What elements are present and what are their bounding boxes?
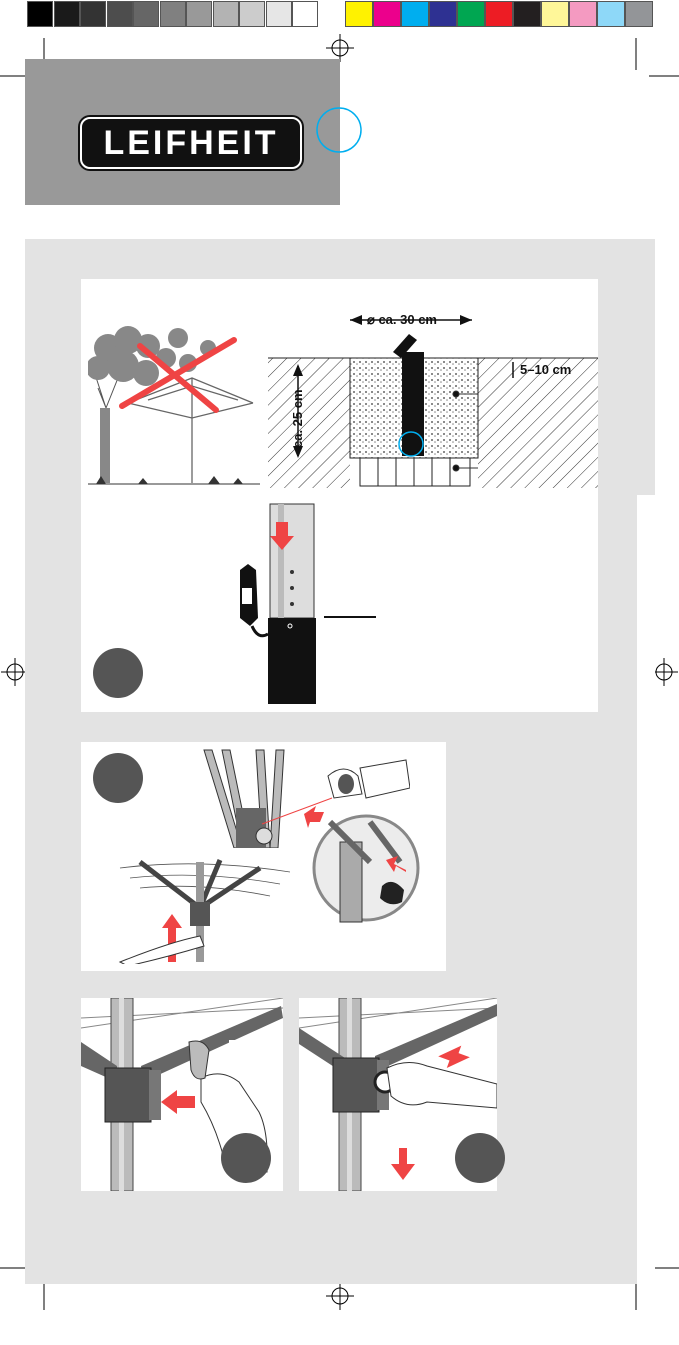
logo-text: LEIFHEIT — [82, 119, 300, 167]
step-badge — [221, 1133, 271, 1183]
brand-logo: LEIFHEIT — [80, 117, 302, 169]
language-circle-icon — [314, 106, 364, 156]
detail-lock-illustration — [310, 812, 422, 924]
registration-mark-top — [326, 34, 354, 62]
step-badge — [93, 753, 143, 803]
offset-label: 5–10 cm — [520, 362, 571, 377]
step-badge — [455, 1133, 505, 1183]
step-badge — [93, 648, 143, 698]
lift-arms-illustration — [110, 858, 290, 964]
registration-mark-bottom — [326, 1282, 354, 1310]
tree-warning-illustration — [88, 318, 260, 490]
ground-sleeve-illustration — [218, 500, 388, 706]
side-tab — [637, 495, 655, 1284]
diameter-label: ⌀ ca. 30 cm — [367, 312, 437, 328]
depth-label: ca. 25 cm — [290, 389, 305, 448]
ground-section-illustration — [268, 306, 598, 492]
